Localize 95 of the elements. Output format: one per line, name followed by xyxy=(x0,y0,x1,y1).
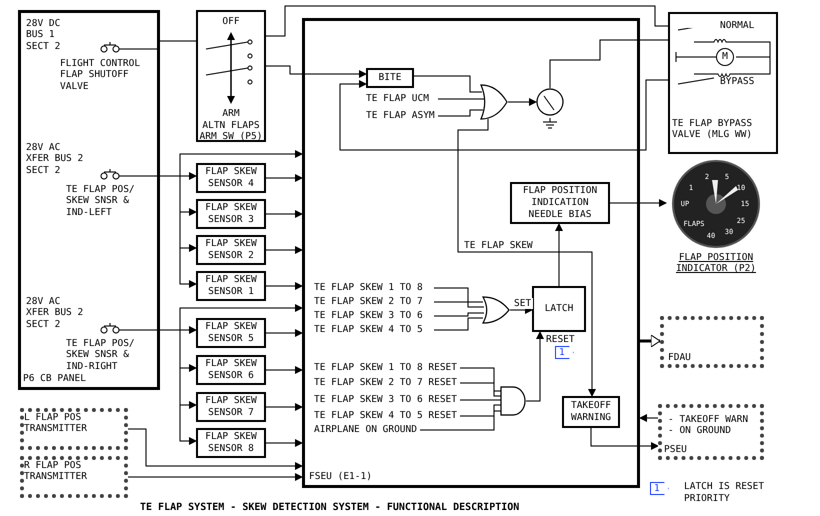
arrow xyxy=(266,66,367,78)
note-text: LATCH IS RESET PRIORITY xyxy=(684,481,766,505)
sensor-box: FLAP SKEW SENSOR 7 xyxy=(196,392,266,422)
circuit-breaker-panel xyxy=(18,10,160,390)
valve-caption: TE FLAP BYPASS VALVE (MLG WW) xyxy=(672,118,754,141)
bus-label: 28V AC XFER BUS 2 SECT 2 xyxy=(26,296,84,330)
edge-label: TE FLAP SKEW xyxy=(462,240,535,251)
connector-line xyxy=(434,288,484,302)
breaker-label: TE FLAP POS/ SKEW SNSR & IND-LEFT xyxy=(66,184,136,218)
connector-line xyxy=(266,6,668,36)
unit-signal-list: - TAKEOFF WARN - ON GROUND xyxy=(668,414,758,437)
indicator-caption: FLAP POSITION INDICATOR (P2) xyxy=(674,252,758,275)
unit-name: PSEU xyxy=(664,444,688,456)
unit-name: FSEU (E1-1) xyxy=(309,471,373,482)
arrow xyxy=(340,80,668,150)
sensor-box: FLAP SKEW SENSOR 4 xyxy=(196,163,266,193)
arrow xyxy=(508,98,537,106)
signal-label: TE FLAP SKEW 1 TO 8 RESET xyxy=(314,362,460,375)
connector-line xyxy=(434,312,484,316)
arrow xyxy=(266,174,303,182)
arrow xyxy=(158,176,197,288)
switch-position-label: OFF xyxy=(221,16,241,28)
connector-line xyxy=(434,318,484,330)
edge-label: SET xyxy=(512,298,534,309)
connector-line xyxy=(414,76,482,92)
switch-caption: ALTN FLAPS ARM SW (P5) xyxy=(198,120,264,143)
transmitter-box: R FLAP POS TRANSMITTER xyxy=(20,456,128,498)
arrow xyxy=(266,439,303,447)
connector-line xyxy=(158,40,196,42)
arrow xyxy=(526,331,544,402)
valve-box xyxy=(668,12,778,154)
external-unit-box xyxy=(658,404,764,460)
warning-box: TAKEOFF WARNING xyxy=(562,396,620,428)
signal-label: TE FLAP SKEW 4 TO 5 xyxy=(314,324,434,337)
connector-line xyxy=(550,40,668,88)
connector-line xyxy=(460,382,502,396)
connector-line xyxy=(438,98,484,100)
arrow xyxy=(158,330,197,445)
edge-label: RESET xyxy=(544,334,577,345)
arrow xyxy=(266,246,303,254)
sensor-box: FLAP SKEW SENSOR 8 xyxy=(196,428,266,458)
breaker-label: TE FLAP POS/ SKEW SNSR & IND-RIGHT xyxy=(66,338,136,372)
connector-line xyxy=(434,302,484,308)
control-unit-box xyxy=(302,18,640,488)
breaker-label: FLIGHT CONTROL FLAP SHUTOFF VALVE xyxy=(60,58,142,92)
signal-label: TE FLAP SKEW 3 TO 6 xyxy=(314,310,434,323)
sensor-box: FLAP SKEW SENSOR 2 xyxy=(196,235,266,265)
unit-name: FDAU xyxy=(668,352,692,364)
caption: TE FLAP SYSTEM - SKEW DETECTION SYSTEM - FUNCTIONAL DESCRIPTION xyxy=(140,502,520,514)
signal-label: TE FLAP SKEW 2 TO 7 xyxy=(314,296,434,309)
arrow xyxy=(639,414,658,422)
bus-label: 28V DC BUS 1 SECT 2 xyxy=(26,18,62,52)
connector-line xyxy=(460,368,502,392)
arrow xyxy=(266,282,303,290)
valve-position-label: NORMAL xyxy=(720,20,756,32)
signal-label: TE FLAP ASYM xyxy=(366,110,438,122)
signal-label: TE FLAP UCM xyxy=(366,93,438,105)
arrow xyxy=(266,366,303,374)
sensor-box: FLAP SKEW SENSOR 3 xyxy=(196,199,266,229)
valve-position-label: BYPASS xyxy=(720,76,756,88)
connector-line xyxy=(460,404,502,416)
transmitter-box: L FLAP POS TRANSMITTER xyxy=(20,408,128,450)
arrow xyxy=(128,428,303,470)
arrow xyxy=(610,199,667,207)
signal-label: TE FLAP SKEW 2 TO 7 RESET xyxy=(314,377,460,390)
or-gate xyxy=(480,84,508,120)
connector-line xyxy=(420,410,502,430)
and-gate xyxy=(500,386,526,416)
signal-label: AIRPLANE ON GROUND xyxy=(314,424,420,437)
arrow xyxy=(590,428,659,450)
arrow xyxy=(266,210,303,218)
sensor-box: FLAP SKEW SENSOR 1 xyxy=(196,271,266,301)
or-gate xyxy=(482,296,510,324)
selector-switch-box xyxy=(196,10,266,142)
sensor-box: FLAP SKEW SENSOR 6 xyxy=(196,355,266,385)
arrow xyxy=(128,473,303,481)
note-flag: 1 xyxy=(555,346,574,359)
wide-arrow xyxy=(640,334,660,348)
motor-symbol: M xyxy=(716,48,734,66)
arrow xyxy=(266,329,303,337)
switch-position-label: ARM xyxy=(221,108,241,120)
arrow xyxy=(266,403,303,411)
latch-box: LATCH xyxy=(532,286,586,332)
connector-line xyxy=(438,110,484,116)
bus-label: 28V AC XFER BUS 2 SECT 2 xyxy=(26,142,84,176)
signal-label: TE FLAP SKEW 3 TO 6 RESET xyxy=(314,394,460,407)
signal-label: TE FLAP SKEW 1 TO 8 xyxy=(314,282,434,295)
signal-label: TE FLAP SKEW 4 TO 5 RESET xyxy=(314,410,460,423)
panel-name: P6 CB PANEL xyxy=(23,373,87,384)
sensor-box: FLAP SKEW SENSOR 5 xyxy=(196,318,266,348)
note-flag: 1 xyxy=(650,482,669,495)
external-unit-box xyxy=(660,316,764,368)
logic-box: FLAP POSITION INDICATION NEEDLE BIAS xyxy=(510,182,610,224)
arrow xyxy=(558,252,596,397)
logic-box: BITE xyxy=(366,68,414,88)
